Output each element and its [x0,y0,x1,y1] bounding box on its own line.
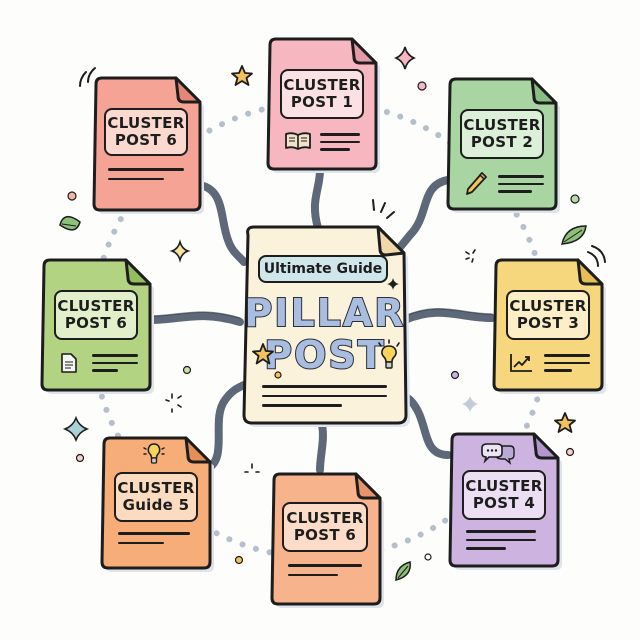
connector-bottom-left [201,381,248,474]
text-lines [498,175,544,200]
cluster-label: CLUSTER POST 6 [104,108,188,156]
dot-icon [570,194,580,204]
cluster-post-6-bottom[interactable]: CLUSTER POST 6 [268,472,384,608]
cluster-label-line1: CLUSTER [57,297,135,315]
pillar-title-line1: PILLAR [243,290,406,336]
text-lines [320,133,362,158]
text-lines [92,354,138,379]
cluster-post-1[interactable]: CLUSTER POST 1 [264,37,380,173]
burst-icon [372,199,395,219]
dot-icon [565,447,575,457]
leaf-icon [395,561,411,581]
cluster-label-line2: POST 6 [114,131,178,149]
chart-trend-icon [510,354,532,372]
cluster-label: CLUSTER POST 3 [506,290,590,340]
cluster-post-4[interactable]: CLUSTER POST 4 [446,432,562,570]
cluster-label: CLUSTER POST 2 [460,109,544,159]
burst-icon [165,249,476,473]
text-lines [466,530,542,557]
sparkle-icon [462,396,478,412]
cluster-label: CLUSTER POST 6 [282,502,368,552]
cluster-label-line1: CLUSTER [465,477,543,495]
cluster-label-line1: CLUSTER [283,76,361,94]
motion-lines-icon [79,67,606,267]
cluster-label-line1: CLUSTER [117,479,195,497]
cluster-label-line1: CLUSTER [463,116,541,134]
dot-icon [450,370,460,380]
cluster-guide-5[interactable]: CLUSTER Guide 5 [98,436,214,572]
cluster-label: CLUSTER Guide 5 [114,472,198,522]
chat-bubbles-icon [481,443,515,465]
sparkle-icon [393,46,417,70]
star-icon [554,412,576,433]
connector-right [401,308,496,324]
cluster-label-line2: POST 1 [290,93,354,111]
sparkle-icon [62,415,90,443]
connector-top [310,166,324,232]
cluster-label-line2: POST 6 [64,314,128,332]
dot-icon [417,81,427,91]
cluster-label-line1: CLUSTER [107,114,185,132]
cluster-label-line2: POST 4 [472,494,536,512]
pillar-title-line2: POST [263,332,386,378]
pillar-text-lines [262,385,387,414]
sparkle-icon [387,278,399,290]
sparkle-icon [169,239,191,263]
text-lines [118,532,194,551]
leaf-icon [561,225,587,245]
document-icon [61,353,77,373]
dot-icon [67,191,77,201]
cluster-post-6-left[interactable]: CLUSTER POST 6 [38,258,154,394]
dot-icon [182,365,192,375]
lightbulb-icon [143,443,165,464]
cluster-label-line1: CLUSTER [509,297,587,315]
text-lines [288,564,364,583]
connector-top-left [196,181,248,266]
cluster-label-line2: Guide 5 [122,496,190,514]
dot-icon [424,553,432,561]
lightbulb-icon [378,339,400,369]
pencil-icon [466,171,488,195]
text-lines [544,354,590,379]
cluster-post-6-top-left[interactable]: CLUSTER POST 6 [90,76,204,214]
pillar-tag: Ultimate Guide [258,255,388,283]
cluster-post-2[interactable]: CLUSTER POST 2 [444,77,560,213]
star-icon [252,343,274,365]
cluster-label: CLUSTER POST 6 [54,290,138,340]
connector-left [146,312,244,326]
book-icon [285,132,311,150]
cluster-label: CLUSTER POST 4 [462,470,546,520]
cluster-label-line2: POST 6 [293,526,357,544]
cluster-label: CLUSTER POST 1 [280,69,364,119]
cluster-post-3[interactable]: CLUSTER POST 3 [490,258,606,394]
pillar-post-document[interactable]: Ultimate Guide PILLAR POST [240,225,410,427]
cluster-label-line2: POST 2 [470,133,534,151]
dot-icon [274,371,282,379]
cluster-label-line2: POST 3 [516,314,580,332]
dot-icon [75,453,85,463]
leaf-icon [59,216,81,231]
connector-bottom [316,421,327,474]
dot-icon [234,555,244,565]
text-lines [108,168,184,187]
cluster-label-line1: CLUSTER [286,509,364,527]
star-icon [231,65,253,86]
